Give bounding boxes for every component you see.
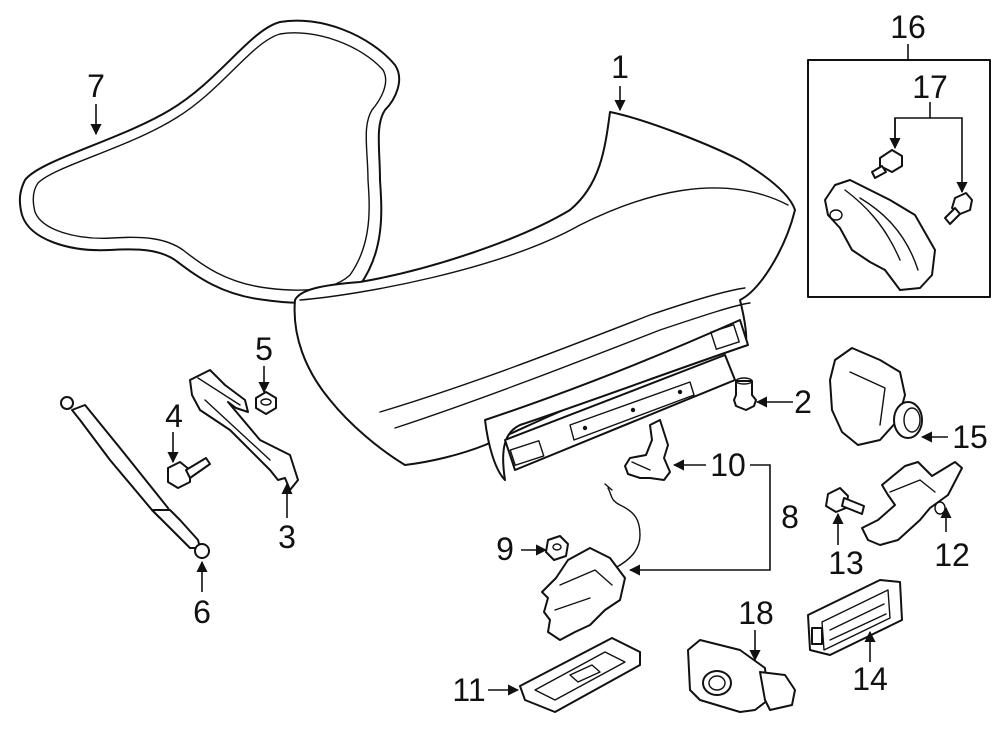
callout-11: 11: [452, 672, 485, 708]
callout-13: 13: [828, 545, 864, 581]
callout-12: 12: [934, 537, 970, 573]
callout-7: 7: [87, 68, 105, 104]
part-17-bolt-a[interactable]: [871, 149, 903, 179]
callout-5: 5: [255, 331, 273, 367]
callout-3: 3: [278, 519, 296, 555]
callout-labels: 1 2 3 4 5 6 7 8 9 10 11 12 13 14 15 16 1…: [87, 9, 988, 708]
part-6-gas-strut[interactable]: [60, 396, 210, 559]
part-18-camera[interactable]: [687, 639, 796, 713]
part-4-bolt[interactable]: [167, 457, 211, 489]
part-10-striker[interactable]: [624, 419, 671, 481]
callout-18: 18: [738, 595, 774, 631]
part-8-latch[interactable]: [541, 483, 641, 641]
callout-4: 4: [165, 398, 183, 434]
callout-6: 6: [193, 594, 211, 630]
callout-16: 16: [890, 9, 926, 45]
callout-9: 9: [496, 531, 514, 567]
part-3-hinge-bracket[interactable]: [189, 369, 299, 491]
part-14-handle[interactable]: [807, 579, 903, 656]
leader-lines: [90, 44, 968, 696]
part-15-actuator[interactable]: [829, 347, 923, 446]
part-5-nut[interactable]: [255, 391, 277, 415]
part-9-clip[interactable]: [545, 535, 569, 561]
callout-8: 8: [781, 499, 799, 535]
part-17-bolt-b[interactable]: [944, 192, 973, 225]
part-7-weatherstrip[interactable]: [18, 19, 401, 304]
part-11-handle-pocket[interactable]: [519, 637, 641, 713]
callout-17: 17: [912, 69, 948, 105]
callout-10: 10: [710, 447, 746, 483]
part-1-trunk-lid[interactable]: [293, 111, 796, 481]
callout-1: 1: [611, 49, 629, 85]
part-12-hinge[interactable]: [861, 461, 963, 546]
callout-14: 14: [852, 661, 888, 697]
callout-15: 15: [952, 419, 988, 455]
part-13-bolt[interactable]: [825, 487, 865, 515]
part-2-bumper-stop[interactable]: [733, 377, 757, 411]
callout-2: 2: [794, 384, 812, 420]
part-16-bracket-kit[interactable]: [807, 59, 991, 298]
